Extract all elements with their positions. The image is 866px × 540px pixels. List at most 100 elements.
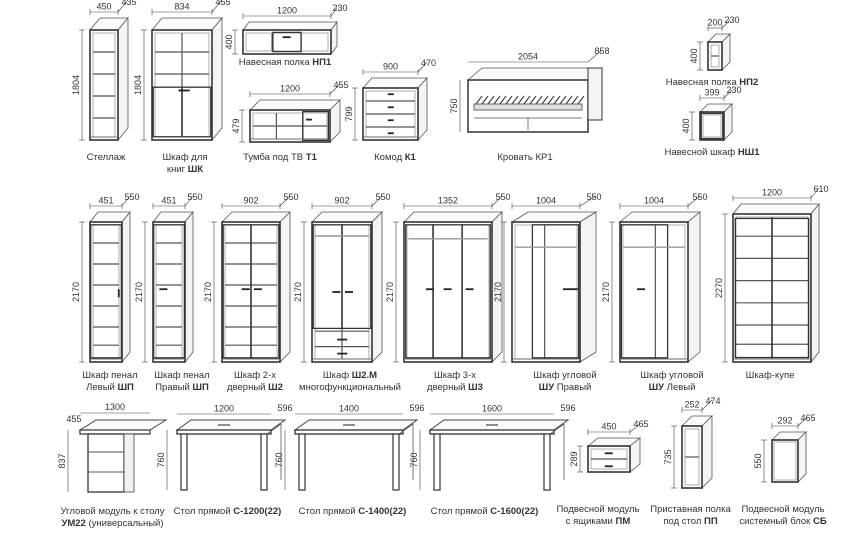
dim-height-shp_l: 2170 <box>71 282 81 302</box>
dim-width-pp: 252 <box>684 400 699 410</box>
dim-height-t1: 479 <box>231 118 241 133</box>
dim-height-shu_l: 2170 <box>601 282 611 302</box>
piece-kupe: 1200 610 2270 <box>714 184 829 364</box>
dim-width-shu_l: 1004 <box>644 196 664 206</box>
piece-shp_r: 451 550 2170 <box>134 192 203 364</box>
label-s1400: Стол прямой С-1400(22) <box>298 506 407 517</box>
dim-depth-sh2m: 550 <box>375 192 390 202</box>
dim-height-s1400: 760 <box>274 452 284 467</box>
label-np1: Навесная полка НП1 <box>238 57 332 68</box>
dim-depth-shp_l: 550 <box>124 192 139 202</box>
dim-depth-pp: 474 <box>705 396 720 406</box>
piece-sb: 292 465 550 <box>753 413 816 483</box>
dim-width-kupe: 1200 <box>762 188 782 198</box>
dim-width-sb: 292 <box>777 416 792 426</box>
dim-height-kr1: 750 <box>449 98 459 113</box>
label-s1200: Стол прямой С-1200(22) <box>173 506 282 517</box>
dim-width-shk: 834 <box>174 2 189 12</box>
dim-height-shk: 1804 <box>133 75 143 95</box>
dim-height-shu_r: 2170 <box>493 282 503 302</box>
dim-height-kupe: 2270 <box>714 278 724 298</box>
dim-height-np2: 400 <box>689 48 699 63</box>
dim-depth-np1: 230 <box>332 3 347 13</box>
dim-depth-shp_r: 550 <box>187 192 202 202</box>
piece-s1400: 1400 596 760 <box>274 403 425 491</box>
label-kr1: Кровать КР1 <box>497 152 553 163</box>
dim-depth-shk: 455 <box>215 0 230 7</box>
dim-height-sh2m: 2170 <box>293 282 303 302</box>
dim-depth-s1600: 596 <box>560 403 575 413</box>
dim-width-shp_r: 451 <box>161 196 176 206</box>
dim-height-s1600: 760 <box>409 452 419 467</box>
dim-height-shp_r: 2170 <box>134 282 144 302</box>
dim-height-um22: 837 <box>57 453 67 468</box>
dim-width-nsh1: 399 <box>704 88 719 98</box>
dim-width-np1: 1200 <box>277 6 297 16</box>
dim-depth-sh2: 550 <box>283 192 298 202</box>
dim-width-k1: 900 <box>383 62 398 72</box>
dim-height-s1200: 760 <box>156 452 166 467</box>
label-stellazh: Стеллаж <box>86 152 126 163</box>
dim-width-shp_l: 451 <box>98 196 113 206</box>
dim-depth-shu_l: 550 <box>692 192 707 202</box>
dim-height-nsh1: 400 <box>681 118 691 133</box>
piece-kr1: 2054 858 750 <box>449 46 610 133</box>
dim-width-s1400: 1400 <box>339 404 359 414</box>
dim-depth-s1200: 596 <box>277 403 292 413</box>
dim-width-s1200: 1200 <box>214 404 234 414</box>
label-t1: Тумба под ТВ Т1 <box>243 152 317 163</box>
piece-nsh1: 399 230 400 <box>681 85 742 141</box>
dim-height-pp: 735 <box>663 449 673 464</box>
piece-t1: 1200 455 479 <box>231 80 349 143</box>
dim-depth-kr1: 858 <box>594 46 609 56</box>
dim-width-shu_r: 1004 <box>536 196 556 206</box>
piece-s1200: 1200 596 760 <box>156 403 293 491</box>
dim-depth-stellazh: 435 <box>121 0 136 7</box>
dim-width-sh3: 1352 <box>438 196 458 206</box>
dim-width-sh2: 902 <box>243 196 258 206</box>
label-s1600: Стол прямой С-1600(22) <box>430 506 539 517</box>
dim-height-sh3: 2170 <box>385 282 395 302</box>
piece-np1: 1200 230 400 <box>224 3 348 56</box>
dim-width-t1: 1200 <box>280 84 300 94</box>
piece-shu_r: 1004 550 2170 <box>493 192 602 363</box>
dim-height-k1: 799 <box>344 106 354 121</box>
piece-shk: 834 455 1804 <box>133 0 231 142</box>
dim-height-sb: 550 <box>753 453 763 468</box>
label-k1: Комод К1 <box>374 152 416 163</box>
piece-shu_l: 1004 550 2170 <box>601 192 708 363</box>
dim-depth-kupe: 610 <box>813 184 828 194</box>
dim-depth-t1: 455 <box>333 80 348 90</box>
dim-depth-shu_r: 550 <box>586 192 601 202</box>
piece-um22: 1300 455 837 <box>57 402 168 493</box>
dim-depth-um22: 455 <box>66 414 81 424</box>
label-np2: Навесная полка НП2 <box>665 77 759 88</box>
dim-width-kr1: 2054 <box>518 52 538 62</box>
dim-depth-sb: 465 <box>800 413 815 423</box>
dim-width-um22: 1300 <box>105 402 125 412</box>
dim-depth-k1: 470 <box>421 58 436 68</box>
dim-depth-np2: 230 <box>724 15 739 25</box>
dim-depth-nsh1: 230 <box>726 85 741 95</box>
dim-height-np1: 400 <box>224 34 234 49</box>
dim-depth-s1400: 596 <box>409 403 424 413</box>
piece-k1: 900 470 799 <box>344 58 436 142</box>
label-nsh1: Навесной шкаф НШ1 <box>664 147 760 158</box>
